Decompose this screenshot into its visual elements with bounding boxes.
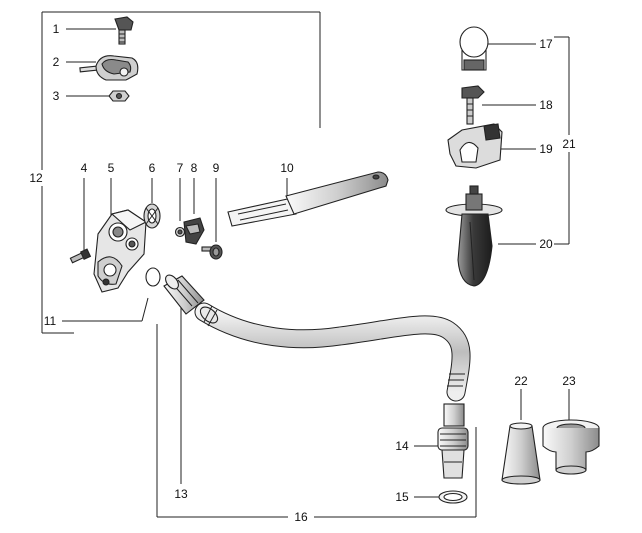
part-19-holder: [447, 123, 503, 169]
label-18: 18: [539, 98, 553, 112]
label-3: 3: [53, 89, 60, 103]
bracket-group-16: [156, 324, 477, 518]
hose: [194, 302, 471, 402]
part-22-cone: [501, 422, 541, 485]
label-21: 21: [562, 137, 576, 151]
part-5-housing: [93, 209, 148, 293]
part-9-knob-screw: [201, 244, 223, 260]
label-22: 22: [514, 374, 528, 388]
part-14-nozzle: [437, 403, 469, 479]
part-3-nut: [108, 90, 130, 102]
label-11: 11: [44, 314, 57, 328]
label-20: 20: [539, 237, 553, 251]
label-17: 17: [539, 37, 553, 51]
part-13-coupling: [163, 274, 205, 315]
part-18-t-bolt: [461, 85, 485, 125]
label-2: 2: [53, 55, 60, 69]
part-8-small-clamp: [183, 217, 205, 245]
part-15-seal-ring: [438, 490, 468, 504]
label-14: 14: [395, 439, 409, 453]
label-7: 7: [177, 161, 184, 175]
part-20-side-handle: [445, 185, 503, 287]
label-4: 4: [81, 161, 88, 175]
part-4-screw: [69, 248, 92, 264]
part-1-wing-screw: [114, 16, 134, 45]
bracket-group-12: [41, 11, 321, 334]
part-23-bushing: [542, 419, 600, 475]
part-6-washer: [143, 203, 161, 229]
part-labels: 1 2 3 4 5 6 7 8 9 10 11 12 13 14 15 16 1…: [29, 22, 576, 524]
leader-lines: [62, 28, 570, 498]
label-23: 23: [562, 374, 576, 388]
label-12: 12: [29, 171, 43, 185]
label-16: 16: [294, 510, 308, 524]
label-15: 15: [395, 490, 409, 504]
label-10: 10: [280, 161, 294, 175]
label-6: 6: [149, 161, 156, 175]
label-5: 5: [108, 161, 115, 175]
part-7-small-nut: [174, 226, 186, 238]
bracket-group-21: [554, 36, 570, 245]
label-13: 13: [174, 487, 188, 501]
label-9: 9: [213, 161, 220, 175]
part-17-band-clamp: [459, 26, 489, 71]
part-11-oring: [145, 267, 161, 287]
label-19: 19: [539, 142, 553, 156]
part-10-depth-rod: [227, 171, 389, 227]
part-2-clamp: [79, 55, 139, 81]
label-1: 1: [53, 22, 60, 36]
label-8: 8: [191, 161, 198, 175]
